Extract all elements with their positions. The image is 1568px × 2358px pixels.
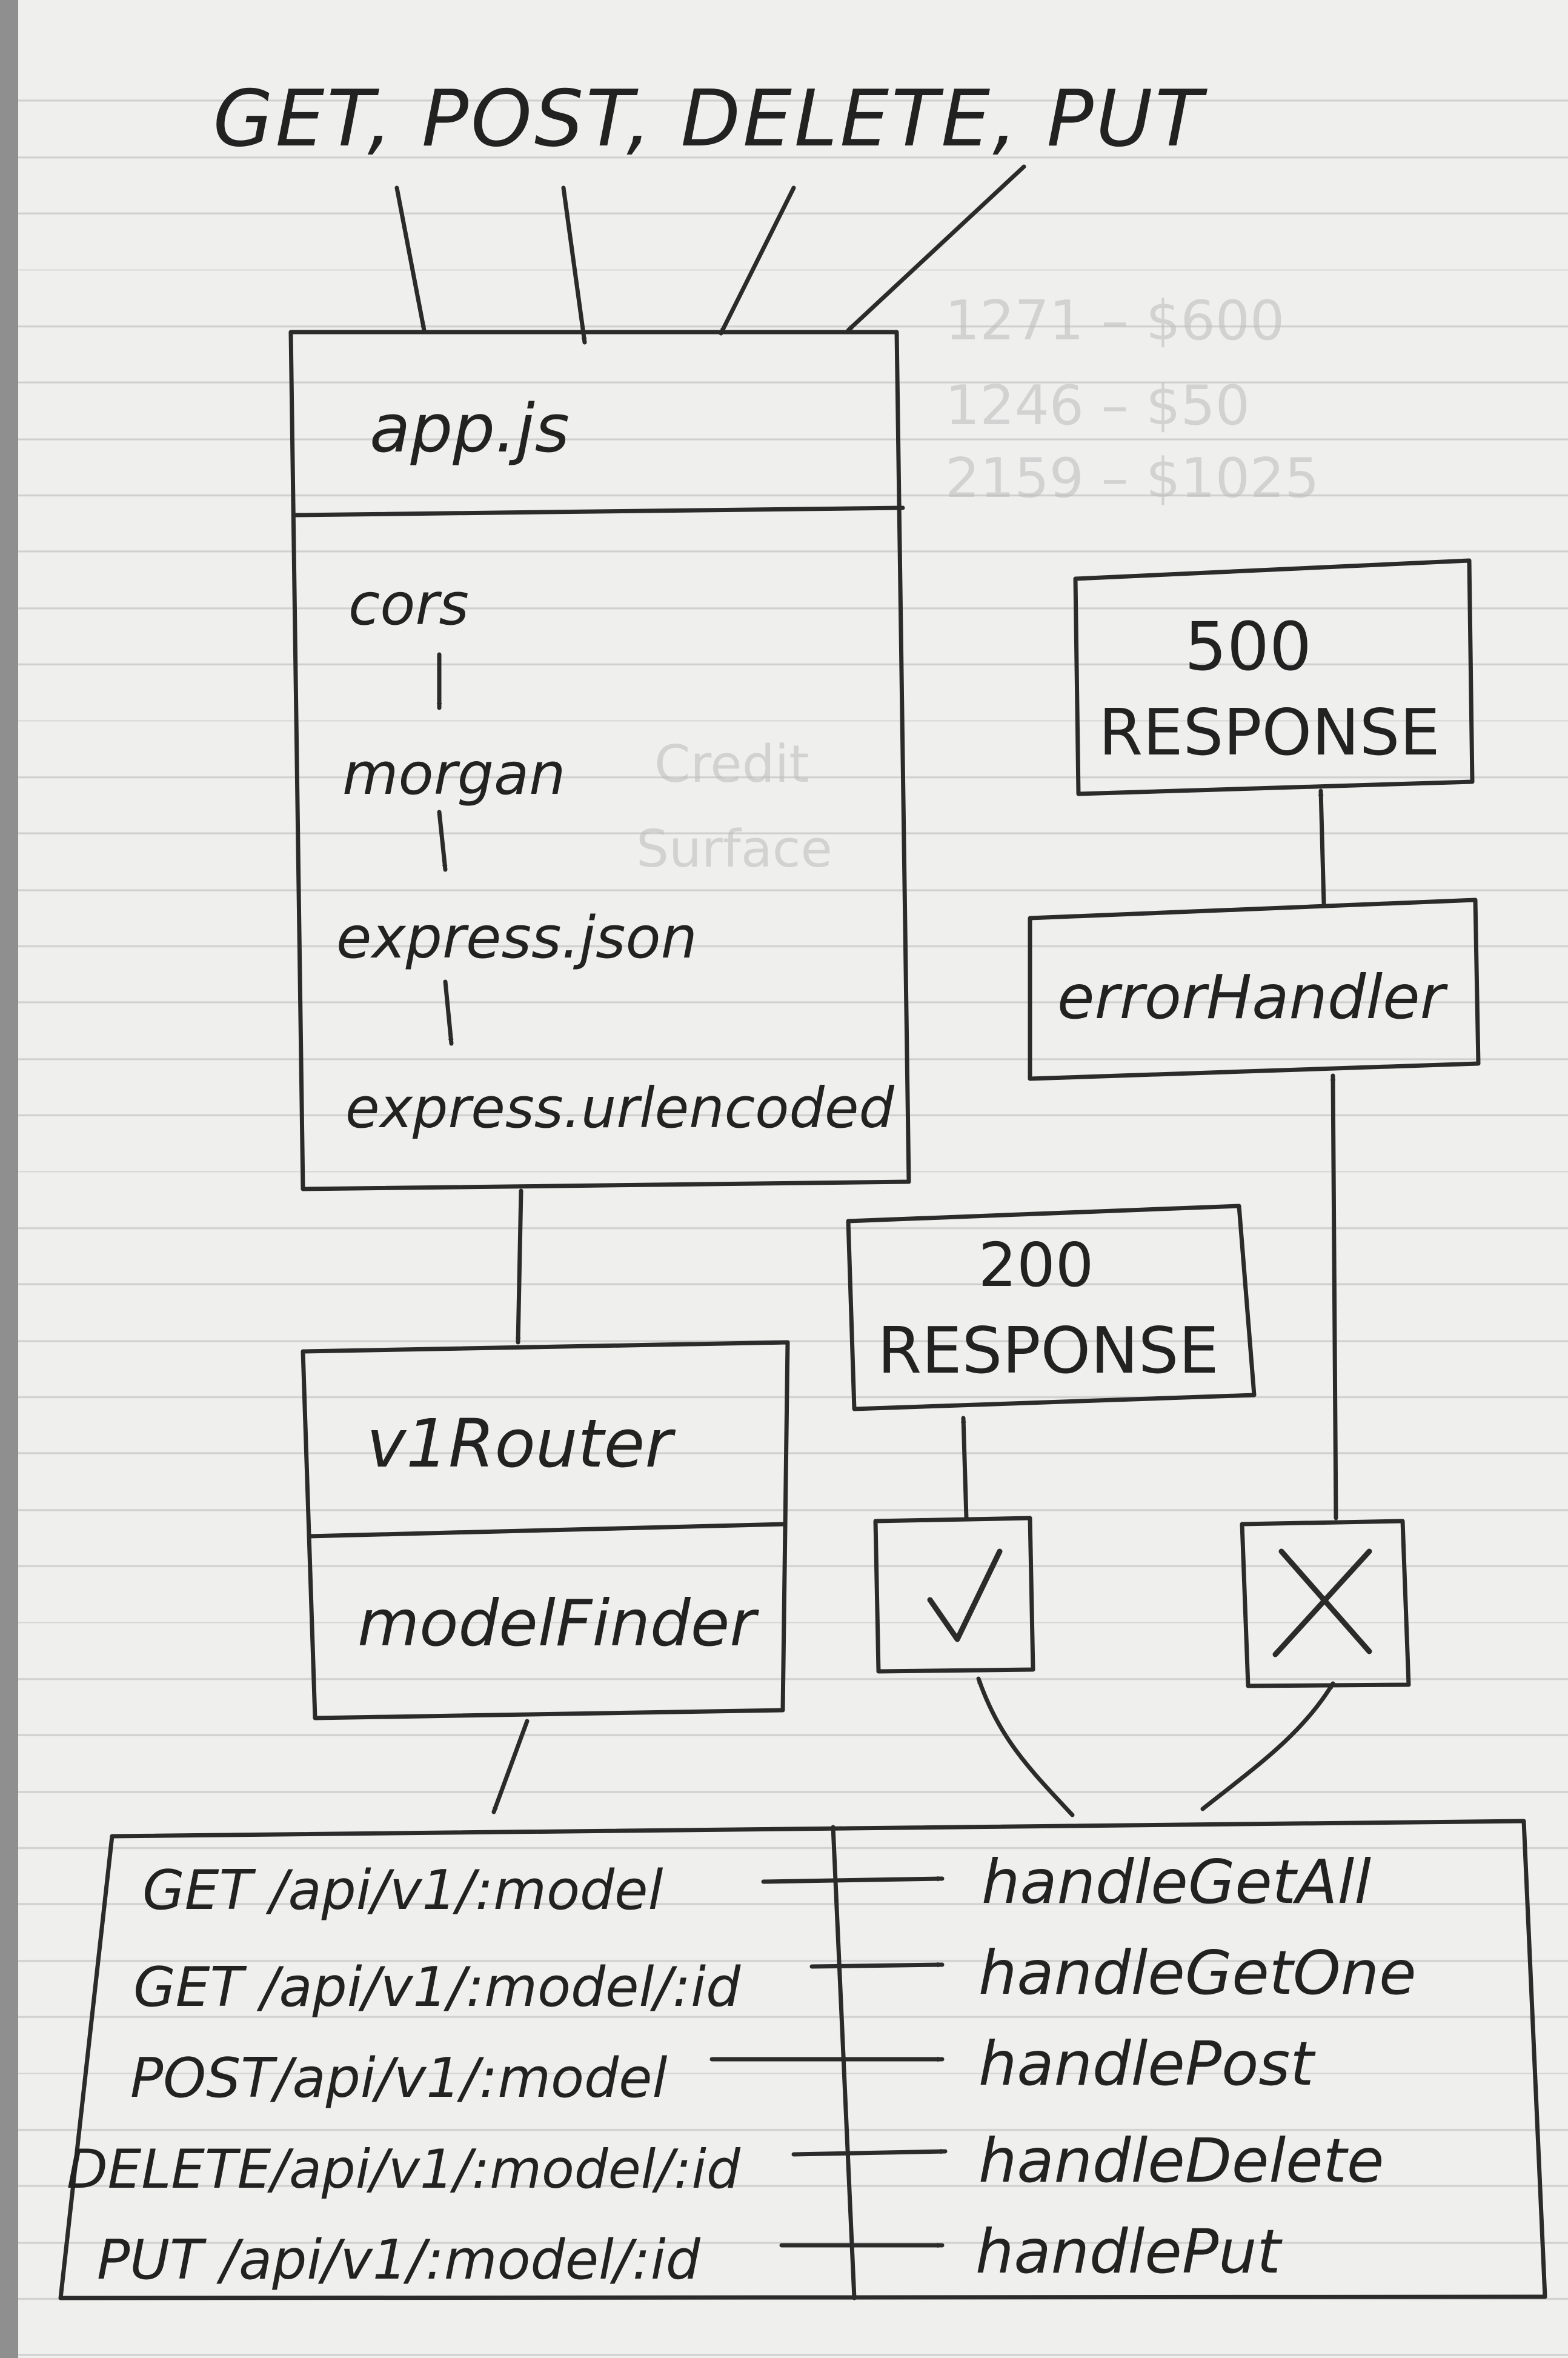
response-500-status: 500	[1184, 608, 1312, 685]
route-row: PUT /api/v1/:model/:id handlePut	[97, 2216, 1283, 2292]
route-handler: handleGetAll	[982, 1847, 1371, 1917]
error-handler-label: errorHandler	[1057, 962, 1449, 1033]
route-path: GET /api/v1/:model/:id	[133, 1956, 741, 2019]
notebook-paper	[18, 0, 1568, 2358]
route-handler: handlePost	[978, 2028, 1316, 2099]
route-handler: handlePut	[975, 2216, 1283, 2287]
error-handler-box: errorHandler	[1028, 898, 1481, 1081]
model-finder-label: modelFinder	[357, 1587, 759, 1660]
v1router-title: v1Router	[367, 1405, 676, 1482]
check-icon	[927, 1548, 1003, 1642]
route-path: DELETE/api/v1/:model/:id	[67, 2138, 741, 2200]
route-row: POST/api/v1/:model handlePost	[130, 2028, 1316, 2110]
response-200-box: 200 RESPONSE	[846, 1204, 1257, 1411]
failure-to-error-handler-arrow	[1330, 1073, 1338, 1520]
svg-text:1246 – $50: 1246 – $50	[945, 374, 1250, 438]
svg-text:1271 – $600: 1271 – $600	[945, 289, 1284, 353]
route-path: PUT /api/v1/:model/:id	[97, 2228, 701, 2292]
success-branch-arrow	[976, 1676, 1075, 1817]
middleware-express-json: express.json	[336, 905, 697, 971]
success-box	[873, 1516, 1035, 1674]
app-js-box: app.js cors morgan express.json express.…	[288, 330, 911, 1191]
error-to-500-arrow	[1318, 788, 1326, 905]
svg-text:Credit: Credit	[654, 734, 809, 794]
svg-text:2159 – $1025: 2159 – $1025	[945, 447, 1320, 510]
response-500-box: 500 RESPONSE	[1073, 558, 1475, 796]
v1router-box: v1Router modelFinder	[301, 1340, 790, 1720]
middleware-morgan: morgan	[342, 741, 565, 808]
route-handler: handleGetOne	[978, 1937, 1417, 2008]
route-row: GET /api/v1/:model handleGetAll	[142, 1847, 1371, 1922]
http-methods-label: GET, POST, DELETE, PUT	[213, 74, 1208, 164]
svg-text:Surface: Surface	[636, 819, 832, 879]
route-row: DELETE/api/v1/:model/:id handleDelete	[67, 2125, 1384, 2200]
response-200-status: 200	[978, 1230, 1094, 1301]
response-200-label: RESPONSE	[877, 1314, 1218, 1388]
route-path: GET /api/v1/:model	[142, 1859, 663, 1922]
routes-table	[58, 1819, 1547, 2300]
app-to-router-arrow	[515, 1188, 523, 1345]
route-path: POST/api/v1/:model	[130, 2047, 668, 2110]
incoming-request-arrows	[394, 164, 1026, 345]
route-handler: handleDelete	[978, 2125, 1384, 2196]
router-to-routes-arrow	[491, 1719, 530, 1814]
middleware-express-urlencoded: express.urlencoded	[345, 1076, 894, 1141]
app-js-title: app.js	[370, 390, 570, 467]
x-icon	[1272, 1548, 1372, 1657]
route-row: GET /api/v1/:model/:id handleGetOne	[133, 1937, 1417, 2019]
failure-branch-arrow	[1200, 1681, 1335, 1811]
route-rows: GET /api/v1/:model handleGetAll GET /api…	[67, 1847, 1417, 2292]
response-500-label: RESPONSE	[1098, 696, 1440, 770]
bleed-through-writing: 1271 – $600 1246 – $50 2159 – $1025 Cred…	[636, 289, 1320, 879]
failure-box	[1240, 1519, 1411, 1688]
middleware-cors: cors	[348, 571, 469, 638]
success-to-200-arrow	[961, 1416, 969, 1520]
